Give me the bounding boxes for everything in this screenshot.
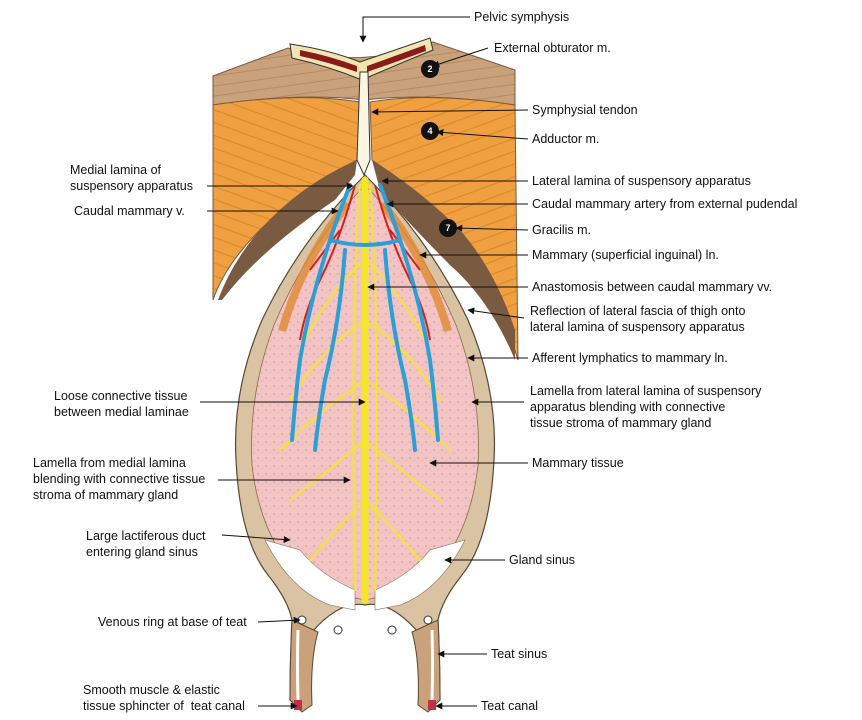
gracilis-muscle-right	[372, 160, 515, 360]
lateral-lamina-right	[380, 200, 452, 332]
symphysial-tendon	[356, 71, 371, 177]
marker-7: 7	[439, 219, 457, 237]
leader-lines	[359, 16, 529, 710]
label-adductor: Adductor m.	[532, 132, 600, 146]
label-gracilis: Gracilis m.	[532, 223, 592, 237]
label-loose-connective: Loose connective tissue between medial l…	[54, 389, 189, 419]
label-large-lactiferous: Large lactiferous duct entering gland si…	[86, 529, 206, 559]
lateral-lamina-left	[278, 200, 350, 332]
label-caudal-mammary-artery: Caudal mammary artery from external pude…	[532, 197, 798, 211]
label-symphysial-tendon: Symphysial tendon	[532, 103, 638, 117]
gland-sinus	[264, 539, 356, 611]
gracilis-muscle-left	[218, 160, 357, 300]
venous-ring-right	[423, 615, 433, 625]
label-afferent-lymphatics: Afferent lymphatics to mammary ln.	[532, 351, 728, 365]
label-medial-lamina: Medial lamina of suspensory apparatus	[70, 163, 193, 193]
label-anastomosis: Anastomosis between caudal mammary vv.	[532, 280, 773, 294]
svg-text:2: 2	[427, 64, 432, 74]
marker-4: 4	[421, 122, 439, 140]
teat-right	[411, 619, 441, 713]
label-lamella-lateral: Lamella from lateral lamina of suspensor…	[530, 384, 762, 430]
teat-canal-right	[428, 700, 436, 710]
caudal-mammary-veins	[290, 183, 440, 452]
label-lateral-lamina: Lateral lamina of suspensory apparatus	[532, 174, 751, 188]
label-teat-canal: Teat canal	[481, 699, 538, 713]
label-mammary-tissue: Mammary tissue	[532, 456, 624, 470]
marker-2: 2	[421, 60, 439, 78]
label-teat-sinus: Teat sinus	[491, 647, 548, 661]
label-external-obturator: External obturator m.	[494, 41, 611, 55]
label-caudal-mammary-v: Caudal mammary v.	[74, 204, 185, 218]
label-lamella-medial: Lamella from medial lamina blending with…	[33, 456, 206, 502]
label-pelvic-symphysis: Pelvic symphysis	[474, 10, 570, 24]
svg-text:4: 4	[427, 126, 432, 136]
label-venous-ring: Venous ring at base of teat	[98, 615, 247, 629]
teat-canal-left	[294, 700, 302, 710]
svg-text:7: 7	[445, 223, 450, 233]
label-smooth-muscle: Smooth muscle & elastic tissue sphincter…	[83, 683, 245, 713]
label-gland-sinus: Gland sinus	[509, 553, 576, 567]
label-mammary-ln: Mammary (superficial inguinal) ln.	[532, 248, 719, 262]
label-reflection: Reflection of lateral fascia of thigh on…	[530, 304, 746, 334]
teat-left	[289, 619, 319, 713]
